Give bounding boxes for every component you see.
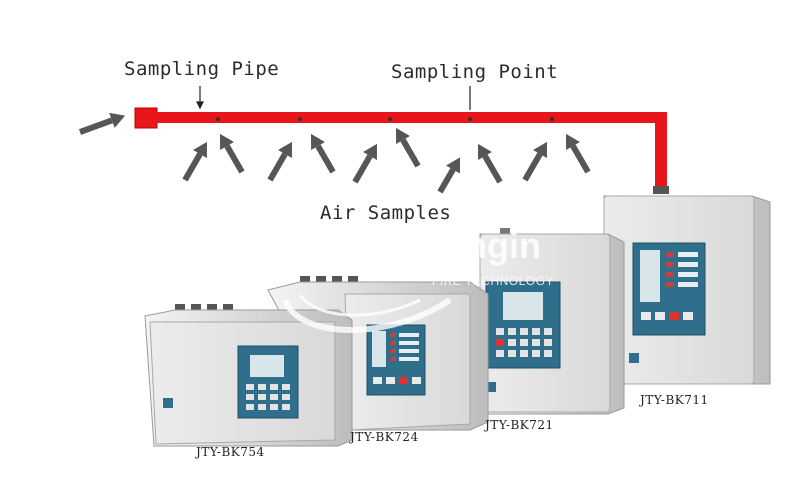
arrow-icon — [267, 141, 292, 182]
arrow-icon — [522, 141, 547, 182]
arrow-icon — [437, 157, 460, 194]
sampling-pipe-label: Sampling Pipe — [124, 58, 280, 80]
sampling-holes — [216, 117, 554, 121]
model-label-bk724: JTY-BK724 — [350, 430, 419, 444]
model-label-bk721: JTY-BK721 — [485, 418, 554, 432]
arrow-icon — [396, 127, 421, 168]
watermark-tagline: FIRE TECHNOLOGY — [432, 274, 554, 288]
arrow-icon — [352, 143, 377, 184]
watermark-brand: ngin — [465, 225, 541, 266]
label-pointers — [196, 86, 471, 110]
air-samples-label: Air Samples — [320, 202, 452, 224]
detector-jty-bk754 — [144, 304, 353, 447]
arrow-icon — [478, 143, 503, 184]
arrow-icon — [78, 112, 126, 135]
detector-jty-bk711 — [603, 195, 771, 385]
watermark-logo-icon — [282, 294, 452, 333]
arrow-icon — [311, 133, 336, 174]
model-label-bk754: JTY-BK754 — [196, 445, 265, 459]
arrow-icon — [182, 141, 207, 182]
sampling-point-label: Sampling Point — [391, 61, 559, 83]
model-label-bk711: JTY-BK711 — [640, 393, 709, 407]
sampling-pipe — [134, 107, 669, 194]
air-sample-arrows — [78, 112, 591, 194]
detector-jty-bk721 — [479, 228, 625, 415]
arrow-icon — [220, 133, 245, 174]
arrow-icon — [566, 133, 591, 174]
